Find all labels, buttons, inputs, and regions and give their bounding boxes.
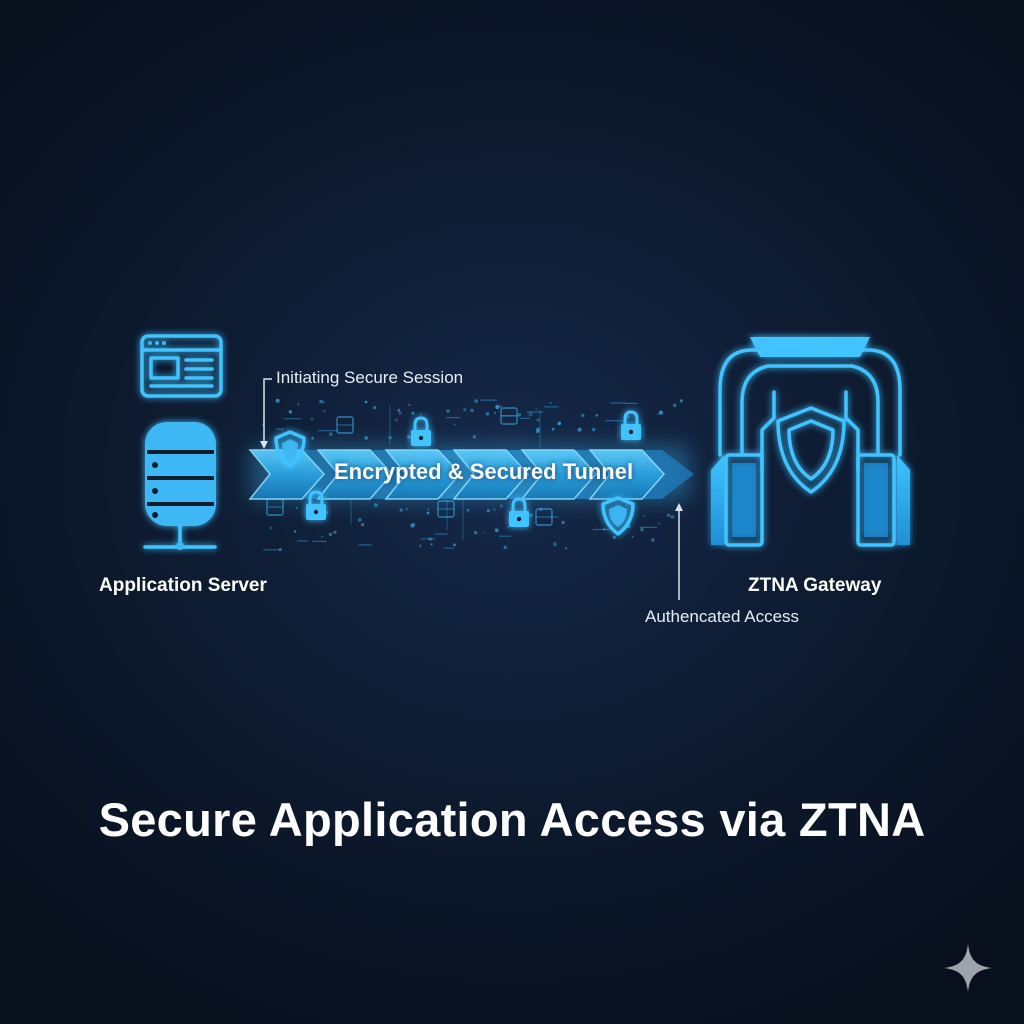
lock-icon xyxy=(411,416,431,446)
tunnel-chevron xyxy=(452,449,530,500)
lock-icon xyxy=(306,490,326,520)
encrypted-tunnel xyxy=(248,445,694,501)
access-connector xyxy=(675,503,683,600)
tunnel-label: Encrypted & Secured Tunnel xyxy=(334,459,634,484)
server-label: Application Server xyxy=(99,575,267,596)
access-annotation: Authencated Access xyxy=(645,607,800,626)
shield-icon xyxy=(601,496,635,536)
tunnel-chevron xyxy=(520,449,598,500)
lock-icon xyxy=(621,410,641,440)
tunnel-chevron xyxy=(316,449,394,500)
lock-icon xyxy=(509,497,529,527)
browser-window-icon xyxy=(140,334,223,398)
session-connector xyxy=(260,378,272,449)
shield-gateway-icon xyxy=(711,337,910,547)
shield-icon xyxy=(274,430,306,468)
database-server-icon xyxy=(143,422,217,550)
gateway-label: ZTNA Gateway xyxy=(748,575,882,596)
page-title: Secure Application Access via ZTNA xyxy=(98,793,926,846)
tunnel-data-particles xyxy=(262,398,684,552)
tunnel-chevrons xyxy=(248,449,666,500)
session-annotation: Initiating Secure Session xyxy=(276,368,464,387)
tunnel-chevron xyxy=(384,449,462,500)
sparkle-icon xyxy=(944,944,992,992)
tunnel-chevron xyxy=(588,449,666,500)
